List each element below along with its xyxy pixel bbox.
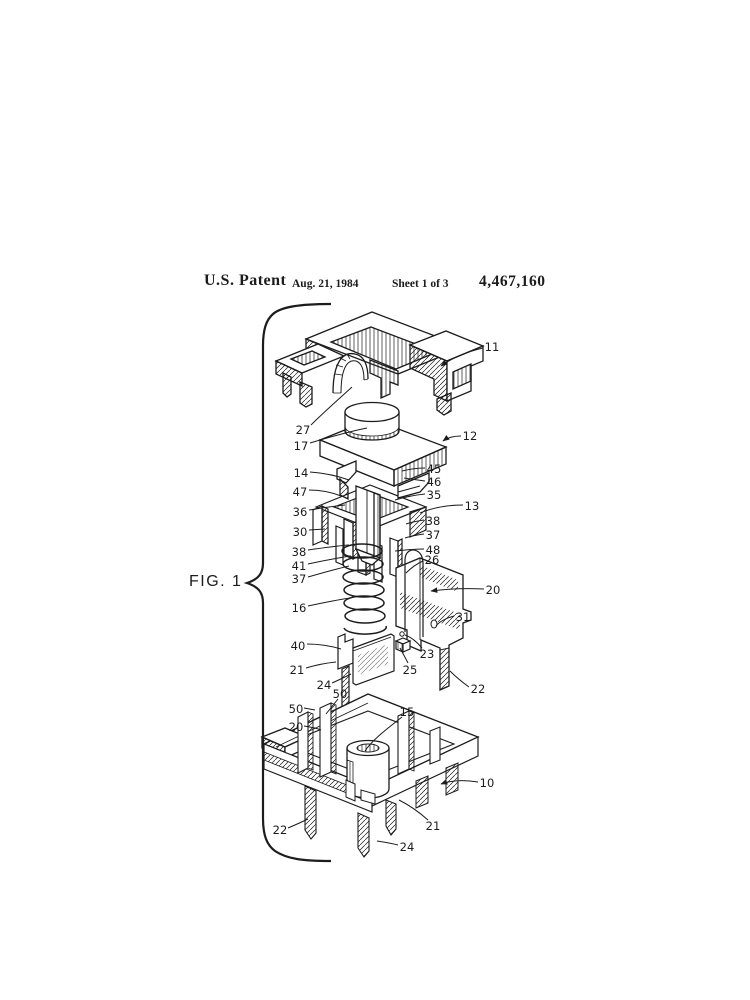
- ref-label-26: 26: [425, 553, 440, 567]
- ref-label-35: 35: [427, 488, 442, 502]
- ref-label-36: 36: [293, 505, 308, 519]
- part-contact-bracket: [395, 549, 472, 692]
- ref-label-40: 40: [291, 639, 306, 653]
- leader-line-13: [419, 504, 464, 514]
- sheet-number: Sheet 1 of 3: [392, 278, 449, 290]
- patent-number: 4,467,160: [479, 273, 546, 290]
- leader-line-17: [309, 427, 368, 444]
- ref-label-11: 11: [485, 340, 500, 354]
- leader-line-35: [394, 493, 426, 501]
- leader-line-22R: [449, 670, 470, 688]
- publication-date: Aug. 21, 1984: [292, 278, 359, 290]
- ref-label-50L: 50: [289, 702, 304, 716]
- ref-label-31: 31: [456, 610, 471, 624]
- ref-label-17: 17: [294, 439, 309, 453]
- ref-label-20R: 20: [486, 583, 501, 597]
- ref-label-47: 47: [293, 485, 308, 499]
- figure-caption: FIG. 1: [189, 573, 243, 590]
- ref-label-25: 25: [403, 663, 418, 677]
- leader-line-22B: [287, 818, 309, 829]
- ref-label-37R: 37: [426, 528, 441, 542]
- ref-label-22B: 22: [273, 823, 288, 837]
- ref-label-16: 16: [292, 601, 307, 615]
- publication-title: U.S. Patent: [204, 272, 287, 289]
- leader-line-41: [307, 555, 352, 565]
- ref-label-37L: 37: [292, 572, 307, 586]
- ref-label-50T: 50: [333, 687, 348, 701]
- leader-line-10: [440, 779, 479, 785]
- ref-label-46: 46: [427, 475, 442, 489]
- leader-line-24M: [331, 673, 352, 684]
- part-top-cover: [274, 311, 485, 416]
- leader-line-50L: [303, 707, 316, 711]
- leader-line-25: [399, 647, 409, 664]
- ref-label-10: 10: [480, 776, 495, 790]
- ref-label-38R: 38: [426, 514, 441, 528]
- leader-line-45: [401, 467, 426, 472]
- leader-line-15: [364, 716, 403, 752]
- ref-label-20L: 20: [289, 720, 304, 734]
- ref-label-13: 13: [465, 499, 480, 513]
- ref-label-23: 23: [420, 647, 435, 661]
- ref-label-15: 15: [400, 705, 415, 719]
- ref-label-41: 41: [292, 559, 307, 573]
- part-movable-contact: [337, 631, 412, 710]
- leader-line-48: [394, 548, 425, 552]
- ref-label-30: 30: [293, 525, 308, 539]
- ref-label-27: 27: [296, 423, 311, 437]
- leader-line-24B: [376, 840, 399, 846]
- ref-label-24M: 24: [317, 678, 332, 692]
- part-base-housing: [260, 693, 480, 858]
- leader-line-30: [308, 528, 326, 531]
- leader-line-50T: [325, 698, 339, 715]
- leader-line-20L: [303, 725, 322, 731]
- ref-label-12: 12: [463, 429, 478, 443]
- part-coil-spring: [341, 543, 387, 635]
- leader-line-38L: [307, 544, 350, 551]
- ref-label-48: 48: [426, 543, 441, 557]
- leader-line-47: [308, 489, 342, 497]
- leader-line-20R: [430, 587, 485, 593]
- ref-label-14: 14: [294, 466, 309, 480]
- leader-line-37R: [404, 533, 425, 539]
- leader-line-21M: [305, 661, 337, 669]
- leader-line-16: [307, 597, 351, 607]
- leader-line-26: [405, 560, 424, 574]
- figure-brace: [243, 302, 332, 863]
- leader-line-23: [404, 634, 423, 649]
- leader-line-21B: [398, 799, 429, 821]
- leader-line-36: [308, 504, 346, 511]
- leader-line-11: [440, 347, 484, 367]
- leader-line-31: [435, 615, 455, 627]
- ref-label-21M: 21: [290, 663, 305, 677]
- leader-line-46: [403, 477, 426, 482]
- leader-line-12: [442, 434, 462, 442]
- leader-line-37L: [307, 565, 350, 578]
- ref-label-24B: 24: [400, 840, 415, 854]
- leader-line-27: [310, 386, 353, 426]
- leader-line-14: [309, 471, 350, 481]
- ref-label-22R: 22: [471, 682, 486, 696]
- ref-label-45: 45: [427, 462, 442, 476]
- leader-line-38R: [405, 519, 425, 525]
- ref-label-21B: 21: [426, 819, 441, 833]
- ref-label-38L: 38: [292, 545, 307, 559]
- leader-line-40: [306, 643, 342, 650]
